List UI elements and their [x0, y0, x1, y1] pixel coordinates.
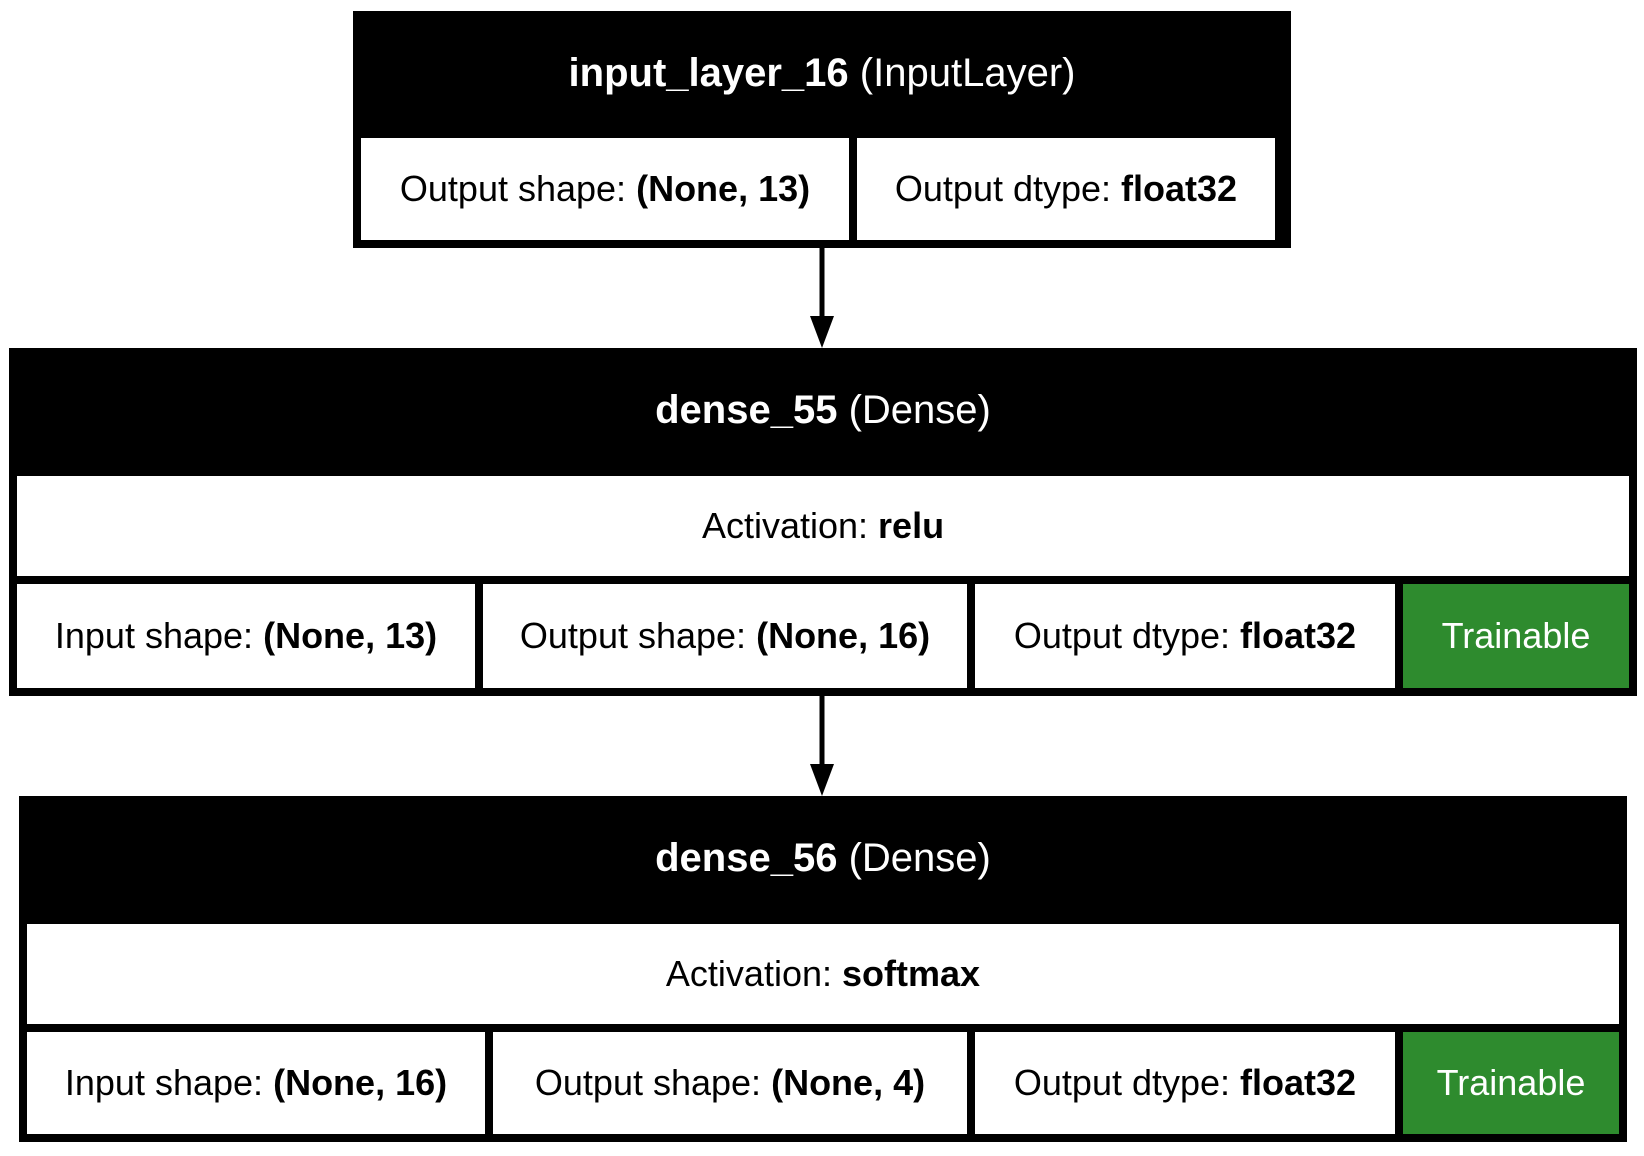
- layer-node-dense-55: dense_55 (Dense) Activation: relu Input …: [9, 348, 1637, 696]
- output-shape-cell: Output shape: (None, 4): [493, 1032, 967, 1134]
- output-shape-value: (None, 16): [756, 615, 931, 656]
- activation-cell: Activation: softmax: [27, 924, 1619, 1024]
- output-dtype-value: float32: [1121, 168, 1238, 209]
- activation-label: Activation:: [665, 953, 832, 994]
- input-shape-value: (None, 16): [273, 1062, 448, 1103]
- output-shape-value: (None, 4): [771, 1062, 926, 1103]
- layer-node-input-layer-16: input_layer_16 (InputLayer) Output shape…: [353, 11, 1291, 248]
- layer-header: dense_55 (Dense): [9, 348, 1637, 472]
- trainable-label: Trainable: [1436, 1062, 1586, 1103]
- activation-cell: Activation: relu: [17, 476, 1629, 576]
- output-dtype-value: float32: [1240, 1062, 1357, 1103]
- layer-name: dense_56: [655, 835, 838, 880]
- input-shape-label: Input shape:: [64, 1062, 264, 1103]
- trainable-badge: Trainable: [1403, 584, 1629, 688]
- output-dtype-label: Output dtype:: [1013, 615, 1231, 656]
- layer-header: dense_56 (Dense): [19, 796, 1627, 920]
- activation-value: softmax: [842, 953, 981, 994]
- arrow-dense55-to-dense56: [810, 694, 834, 796]
- layer-type: (InputLayer): [859, 50, 1076, 95]
- layer-header: input_layer_16 (InputLayer): [353, 11, 1291, 135]
- output-shape-value: (None, 13): [636, 168, 811, 209]
- layer-node-dense-56: dense_56 (Dense) Activation: softmax Inp…: [19, 796, 1627, 1142]
- layer-name: input_layer_16: [568, 50, 849, 95]
- output-dtype-value: float32: [1240, 615, 1357, 656]
- output-shape-label: Output shape:: [519, 615, 747, 656]
- output-shape-label: Output shape:: [534, 1062, 762, 1103]
- output-shape-cell: Output shape: (None, 16): [483, 584, 967, 688]
- trainable-badge: Trainable: [1403, 1032, 1619, 1134]
- input-shape-value: (None, 13): [263, 615, 438, 656]
- output-dtype-cell: Output dtype: float32: [975, 584, 1395, 688]
- layer-type: (Dense): [848, 835, 991, 880]
- arrow-input-to-dense55: [810, 246, 834, 348]
- output-dtype-cell: Output dtype: float32: [857, 138, 1275, 240]
- activation-label: Activation:: [701, 505, 869, 546]
- activation-value: relu: [878, 505, 945, 546]
- input-shape-cell: Input shape: (None, 16): [27, 1032, 485, 1134]
- output-dtype-label: Output dtype:: [1013, 1062, 1231, 1103]
- output-dtype-cell: Output dtype: float32: [975, 1032, 1395, 1134]
- output-dtype-label: Output dtype:: [894, 168, 1112, 209]
- trainable-label: Trainable: [1441, 615, 1591, 656]
- layer-type: (Dense): [848, 387, 991, 432]
- input-shape-label: Input shape:: [54, 615, 254, 656]
- layer-name: dense_55: [655, 387, 838, 432]
- output-shape-label: Output shape:: [399, 168, 627, 209]
- input-shape-cell: Input shape: (None, 13): [17, 584, 475, 688]
- output-shape-cell: Output shape: (None, 13): [361, 138, 849, 240]
